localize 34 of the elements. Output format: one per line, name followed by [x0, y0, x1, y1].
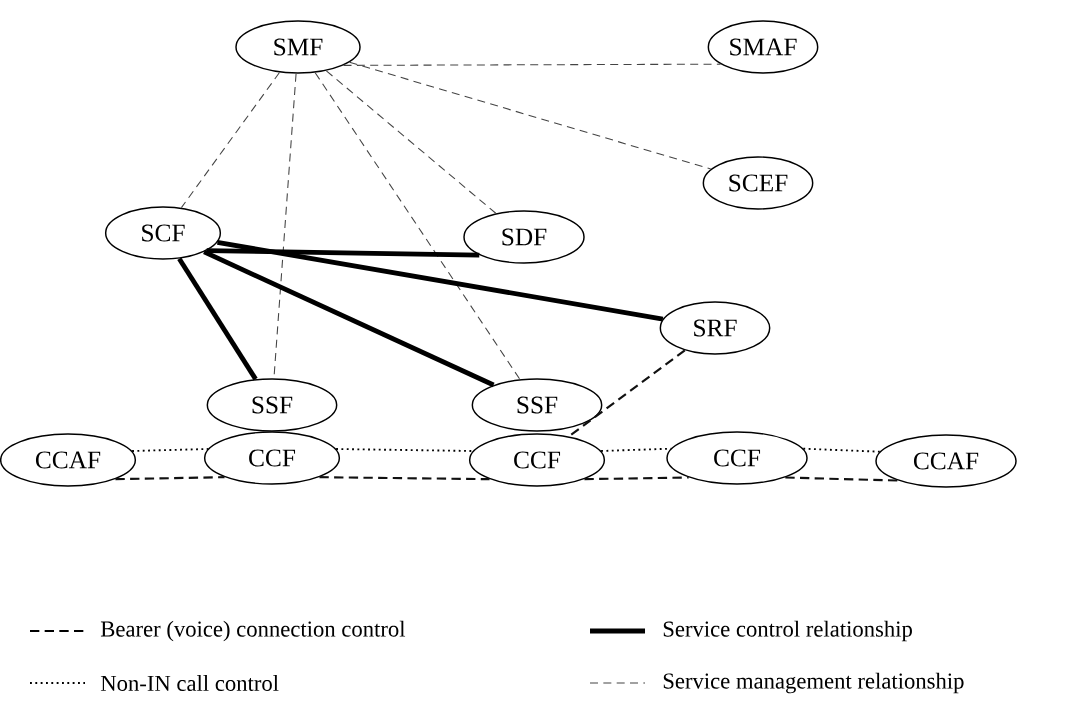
ellipse-node: CCAF: [875, 434, 1017, 488]
ellipse-node: SSF: [206, 378, 338, 432]
connector-line: [115, 476, 225, 481]
ellipse-node: SSF: [471, 378, 603, 432]
connector-line: [568, 349, 686, 438]
ellipse-node: CCF: [666, 431, 808, 485]
ellipse-node: SCF: [104, 206, 222, 260]
ellipse-node: SMAF: [707, 20, 819, 74]
connector-line: [600, 447, 672, 452]
ellipse-node: SMF: [235, 20, 361, 74]
ellipse-node: CCF: [203, 431, 341, 485]
ellipse-node: SDF: [463, 210, 585, 264]
connector-line: [206, 248, 480, 258]
connector-line: [203, 249, 495, 388]
ellipse-node: CCAF: [0, 433, 137, 487]
legend-text: Bearer (voice) connection control: [100, 620, 406, 642]
legend-text: Service management relationship: [663, 672, 964, 694]
connector-line: [273, 73, 297, 379]
connector-line: [217, 240, 664, 322]
ellipse-node: SRF: [659, 301, 771, 355]
connector-line: [802, 447, 881, 453]
connector-line: [325, 70, 497, 214]
connector-line: [335, 448, 474, 452]
connector-line: [785, 476, 898, 482]
ellipse-node: SCEF: [702, 156, 814, 210]
ellipse-node: CCF: [468, 433, 606, 487]
connector-line: [319, 476, 490, 481]
connector-line: [349, 61, 712, 170]
connector-line: [180, 72, 280, 209]
connector-line: [131, 448, 209, 452]
connector-line: [177, 257, 258, 381]
connector-line: [584, 476, 689, 481]
legend-text: Non-IN call control: [100, 675, 279, 691]
legend-text: Service control relationship: [663, 620, 912, 642]
